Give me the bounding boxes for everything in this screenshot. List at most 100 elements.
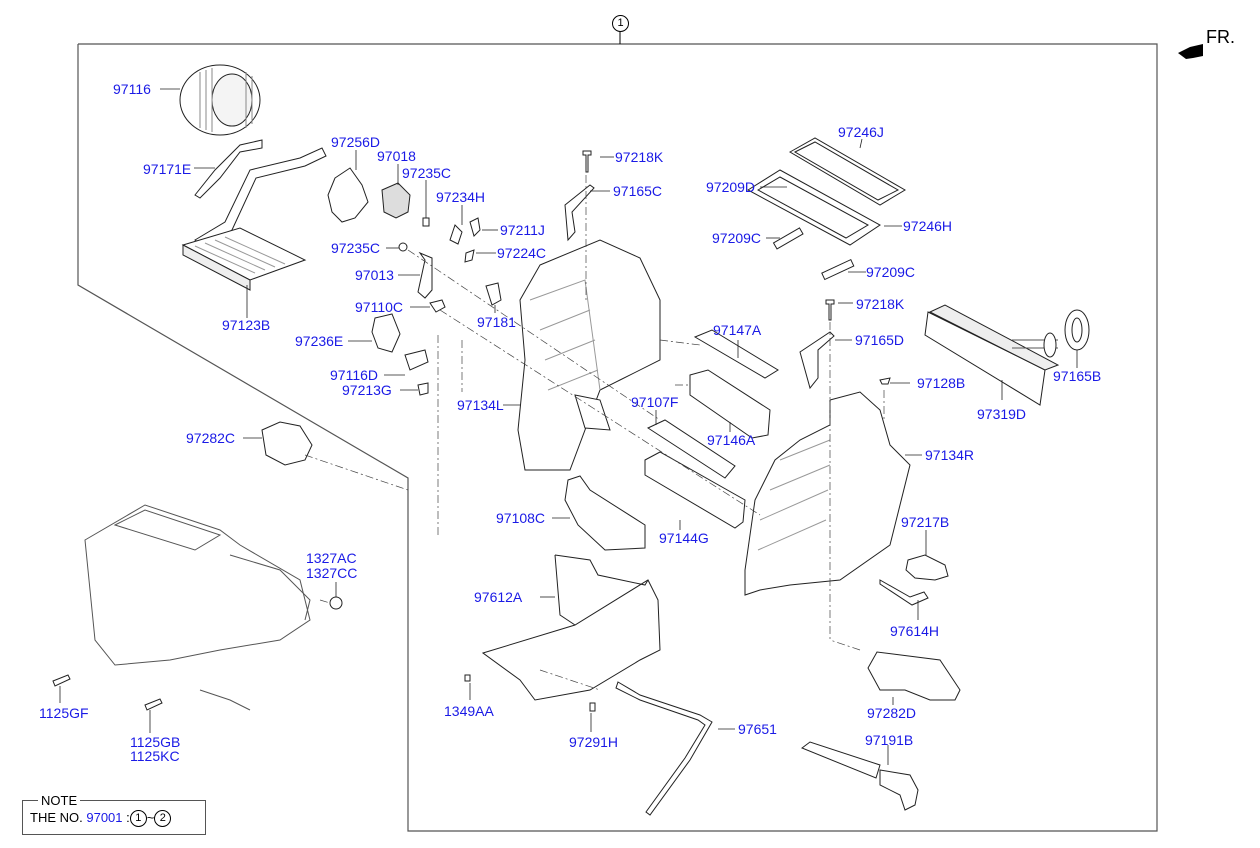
part-label-97651[interactable]: 97651 <box>738 721 777 737</box>
note-range-separator: ~ <box>146 810 155 825</box>
part-label-97165B[interactable]: 97165B <box>1053 368 1102 384</box>
part-97319D-evaporator <box>924 304 1060 406</box>
part-label-97211J[interactable]: 97211J <box>500 222 545 238</box>
part-97282C-duct <box>261 421 313 466</box>
part-label-97147A[interactable]: 97147A <box>713 322 762 338</box>
note-part-number[interactable]: 97001 <box>86 810 123 825</box>
part-label-97134L[interactable]: 97134L <box>457 397 504 413</box>
part-label-97108C[interactable]: 97108C <box>496 510 546 526</box>
part-label-97213G[interactable]: 97213G <box>342 382 392 398</box>
part-97134L-housing-left <box>517 239 661 471</box>
part-97123B-pipes <box>194 147 327 247</box>
part-label-97116D[interactable]: 97116D <box>330 367 379 383</box>
part-label-97110C[interactable]: 97110C <box>355 299 404 315</box>
front-direction-arrow-icon <box>1178 44 1203 59</box>
part-97165C-bracket <box>564 184 595 242</box>
part-97147A-door <box>693 329 779 379</box>
part-97614H-sensor <box>879 579 929 606</box>
part-label-97218K-left[interactable]: 97218K <box>615 149 664 165</box>
part-label-1125KC[interactable]: 1125KC <box>130 748 180 764</box>
part-label-97218K-right[interactable]: 97218K <box>856 296 905 312</box>
part-97213G-clip <box>417 382 429 396</box>
part-97181-sensor <box>485 282 502 306</box>
part-97018-actuator <box>381 182 411 219</box>
part-97234H-lever <box>449 224 463 245</box>
part-label-1125GF[interactable]: 1125GF <box>39 705 89 721</box>
part-97107F-door <box>646 419 736 479</box>
part-1327AC-nut <box>329 596 343 610</box>
assembly-callout-1: 1 <box>612 15 629 32</box>
part-label-97146A[interactable]: 97146A <box>707 432 756 448</box>
part-97236E-motor <box>371 313 401 353</box>
part-97218K-screw-a <box>582 150 592 173</box>
part-label-97282C[interactable]: 97282C <box>186 430 236 446</box>
note-box <box>22 800 206 835</box>
part-label-97107F[interactable]: 97107F <box>631 394 679 410</box>
part-label-97165D[interactable]: 97165D <box>855 332 905 348</box>
part-97217B-pipe <box>905 554 949 581</box>
part-label-97319D[interactable]: 97319D <box>977 406 1027 422</box>
part-label-97612A[interactable]: 97612A <box>474 589 523 605</box>
part-label-1327CC[interactable]: 1327CC <box>306 565 358 581</box>
part-label-97282D[interactable]: 97282D <box>867 705 917 721</box>
part-97128B-clip <box>879 377 891 385</box>
part-label-1125GB[interactable]: 1125GB <box>130 734 181 750</box>
part-label-97235C-top[interactable]: 97235C <box>402 165 452 181</box>
part-97165D-bracket <box>799 331 835 390</box>
note-range-end-callout: 2 <box>154 810 172 828</box>
part-97209D-frame <box>747 169 881 246</box>
part-label-1349AA[interactable]: 1349AA <box>444 703 494 719</box>
part-label-97181[interactable]: 97181 <box>477 314 516 330</box>
part-97651-drain-hose <box>615 681 713 816</box>
part-label-97171E[interactable]: 97171E <box>143 161 192 177</box>
note-prefix: THE NO. <box>30 810 83 825</box>
part-label-97144G[interactable]: 97144G <box>659 530 709 546</box>
part-97218K-screw-b <box>825 299 835 321</box>
part-1349AA-nut <box>464 674 471 682</box>
part-label-97209D[interactable]: 97209D <box>706 179 756 195</box>
part-97256D-actuator <box>327 167 369 223</box>
part-label-97236E[interactable]: 97236E <box>295 333 344 349</box>
part-label-97191B[interactable]: 97191B <box>865 732 914 748</box>
part-label-97217B[interactable]: 97217B <box>901 514 950 530</box>
part-label-97246J[interactable]: 97246J <box>838 124 884 140</box>
part-97144G-filter <box>644 451 746 529</box>
part-97165B-gasket <box>1064 309 1090 351</box>
reference-assembly-housing <box>84 504 311 711</box>
part-97246J-frame <box>788 137 906 206</box>
part-label-97128B[interactable]: 97128B <box>917 375 966 391</box>
part-label-97116[interactable]: 97116 <box>113 81 151 97</box>
part-97224C-link <box>464 249 475 263</box>
part-97146A-door <box>689 369 771 439</box>
part-label-97165C[interactable]: 97165C <box>613 183 663 199</box>
part-label-97209C-upper[interactable]: 97209C <box>712 230 762 246</box>
note-range-start-callout: 1 <box>129 810 147 828</box>
part-97108C-duct <box>564 475 646 551</box>
part-label-97256D[interactable]: 97256D <box>331 134 381 150</box>
part-97211J-link <box>469 217 481 237</box>
part-97013-lever <box>417 251 433 299</box>
note-separator: : <box>126 810 130 825</box>
part-97235C-a <box>422 217 430 227</box>
part-label-97209C-lower[interactable]: 97209C <box>866 264 916 280</box>
part-label-97291H[interactable]: 97291H <box>569 734 619 750</box>
part-label-97123B[interactable]: 97123B <box>222 317 271 333</box>
part-97134R-housing-right <box>744 391 911 596</box>
part-label-97013[interactable]: 97013 <box>355 267 394 283</box>
part-label-97018[interactable]: 97018 <box>377 148 416 164</box>
part-label-97235C-mid[interactable]: 97235C <box>331 240 381 256</box>
note-title: NOTE <box>38 793 81 808</box>
part-label-97614H[interactable]: 97614H <box>890 623 940 639</box>
front-direction-label: FR. <box>1206 27 1235 47</box>
part-label-97224C[interactable]: 97224C <box>497 245 547 261</box>
assembly-frame <box>77 43 1158 832</box>
part-label-1327AC[interactable]: 1327AC <box>306 550 357 566</box>
part-1125GB-screw <box>144 698 163 711</box>
part-97612A-tray <box>481 554 661 701</box>
part-97282D-duct <box>867 651 961 701</box>
part-label-97234H[interactable]: 97234H <box>436 189 486 205</box>
part-label-97246H[interactable]: 97246H <box>903 218 953 234</box>
part-label-97134R[interactable]: 97134R <box>925 447 975 463</box>
part-97116-blower-motor <box>179 64 261 136</box>
